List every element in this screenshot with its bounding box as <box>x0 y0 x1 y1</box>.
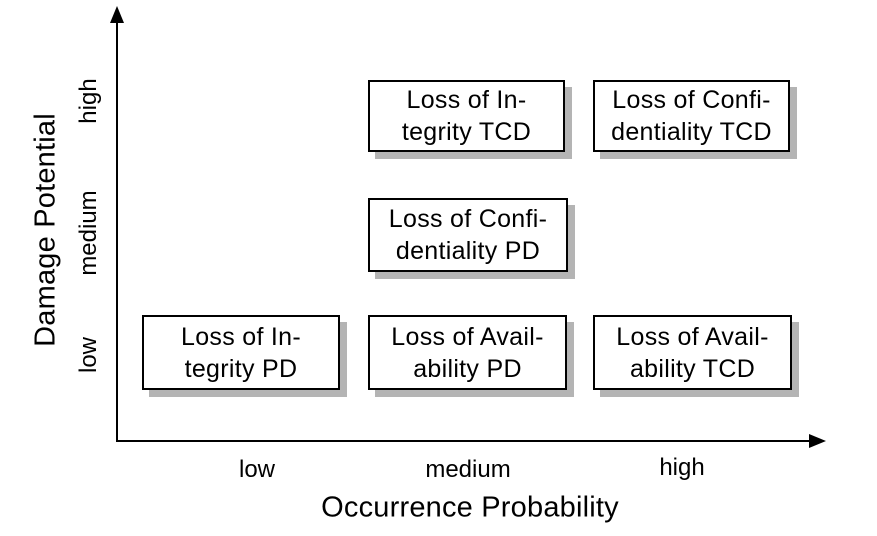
box-line: Loss of Avail- <box>616 322 769 351</box>
x-tick-medium-label: medium <box>425 456 511 483</box>
y-tick-high-label: high <box>75 78 102 124</box>
box-loss-of-availability-pd: Loss of Avail- ability PD <box>368 315 567 390</box>
box-line: dentiality TCD <box>611 118 772 146</box>
box-loss-of-integrity-pd: Loss of In- tegrity PD <box>142 315 340 390</box>
y-axis-line <box>116 18 118 442</box>
box-loss-of-availability-tcd: Loss of Avail- ability TCD <box>593 315 792 390</box>
y-axis-arrowhead-icon <box>110 6 124 23</box>
box-line: Loss of Avail- <box>391 322 544 351</box>
box-line: Loss of In- <box>406 86 527 114</box>
box-line: Loss of In- <box>180 322 302 351</box>
x-tick-high-label: high <box>659 454 705 481</box>
box-line: ability TCD <box>629 354 756 383</box>
x-axis-title-text: Occurrence Probability <box>321 491 619 524</box>
y-tick-medium-label: medium <box>75 190 102 276</box>
box-loss-of-confidentiality-tcd: Loss of Confi- dentiality TCD <box>593 80 790 152</box>
box-line: Loss of Confi- <box>612 86 771 114</box>
y-axis-title-text: Damage Potential <box>29 113 62 347</box>
box-line: tegrity PD <box>184 354 298 383</box>
x-tick-low-label: low <box>238 456 276 483</box>
x-axis-arrowhead-icon <box>809 434 826 448</box>
box-line: ability PD <box>413 354 522 383</box>
box-line: dentiality PD <box>395 237 541 265</box>
box-line: tegrity TCD <box>401 118 532 146</box>
box-loss-of-confidentiality-pd: Loss of Confi- dentiality PD <box>368 198 568 272</box>
y-tick-low-label: low <box>75 336 102 374</box>
x-axis-line <box>116 440 814 442</box>
box-loss-of-integrity-tcd: Loss of In- tegrity TCD <box>368 80 565 152</box>
box-line: Loss of Confi- <box>388 205 548 233</box>
